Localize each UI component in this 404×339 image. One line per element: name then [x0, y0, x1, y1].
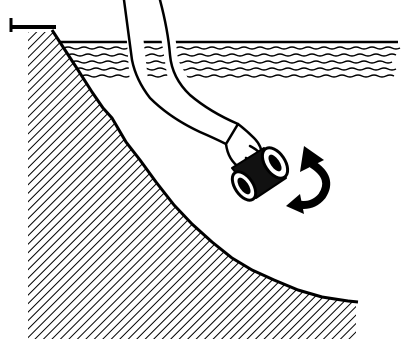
- bank-ledge: [10, 18, 56, 32]
- rotation-arrow: [286, 146, 326, 214]
- water-surface: [60, 42, 400, 77]
